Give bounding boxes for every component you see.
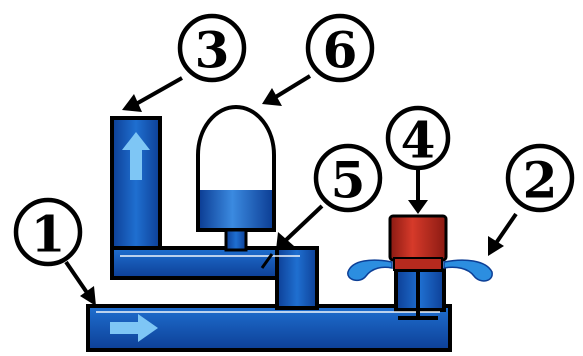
callout-5: 5: [313, 143, 383, 213]
air-chamber-water: [200, 190, 272, 228]
callout-3: 3: [177, 13, 247, 83]
callout-2-label: 2: [523, 151, 558, 210]
callout-6: 6: [305, 13, 375, 83]
riser-pipe: [275, 246, 319, 310]
connector-pipe: [110, 246, 309, 280]
callout-4: 4: [385, 105, 451, 171]
callout-6-label: 6: [323, 21, 358, 80]
callout-leaders: [64, 74, 518, 306]
air-chamber-neck: [224, 228, 248, 252]
right-arrow-icon: [110, 314, 158, 342]
spray-right: [443, 259, 493, 282]
callout-1-label: 1: [31, 205, 66, 264]
callout-2: 2: [505, 143, 575, 213]
air-chamber: [196, 105, 276, 252]
waste-valve: [388, 214, 448, 320]
callout-4-label: 4: [401, 111, 436, 170]
water-spray: [347, 259, 493, 282]
callout-5-label: 5: [331, 151, 366, 210]
up-arrow-icon: [122, 132, 150, 180]
spray-left: [347, 259, 393, 282]
pipe-gaps: [114, 118, 394, 304]
callout-3-label: 3: [195, 21, 230, 80]
callout-1: 1: [13, 197, 83, 267]
waste-valve-body: [388, 214, 448, 262]
delivery-valve: [260, 253, 274, 269]
